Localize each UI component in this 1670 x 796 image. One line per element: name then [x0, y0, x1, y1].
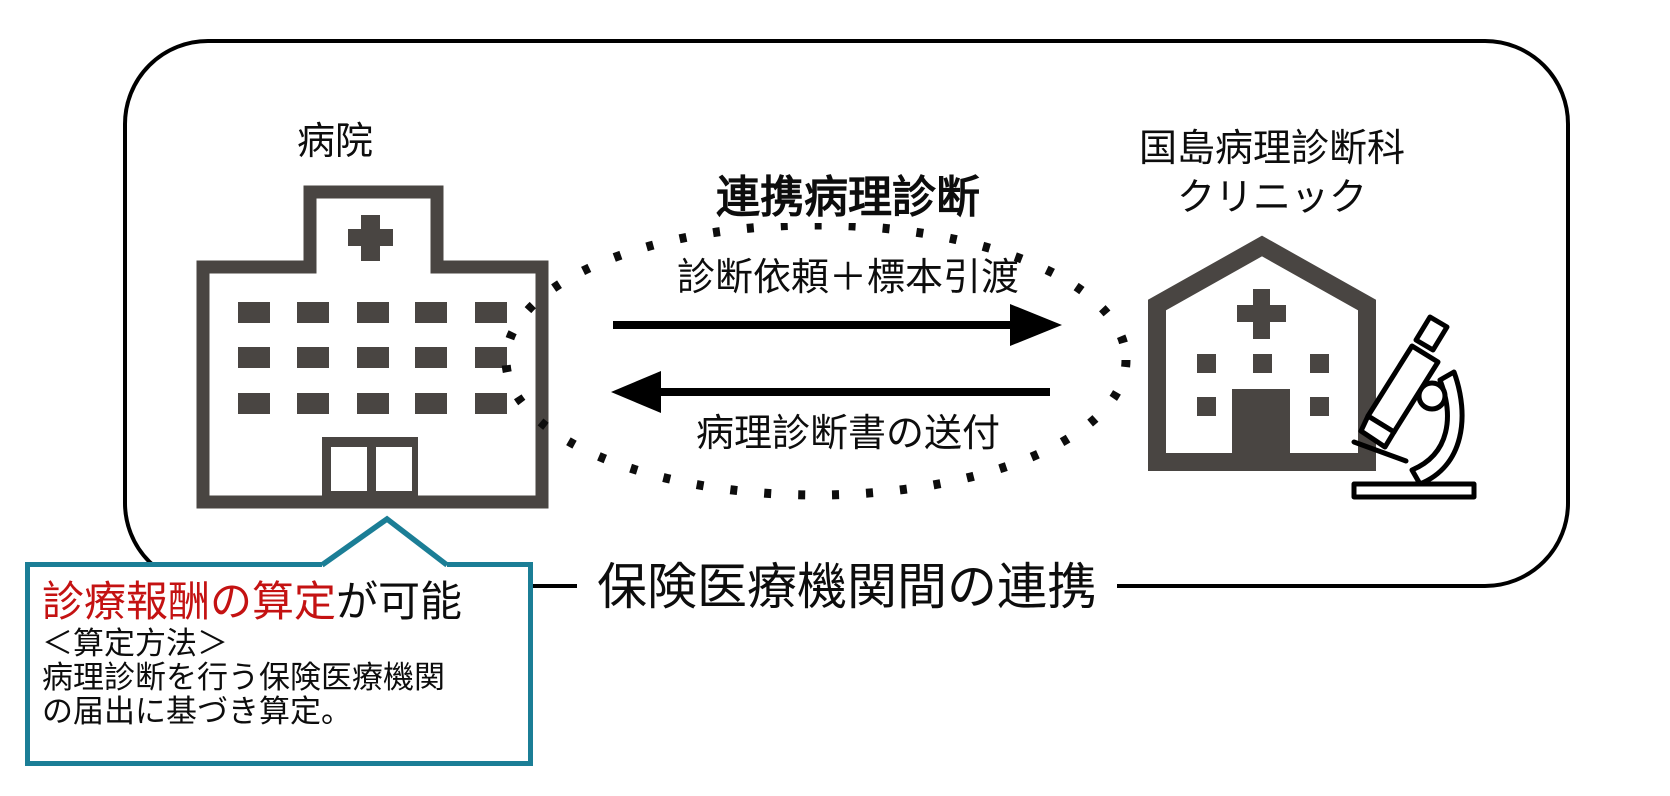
request-label: 診断依頼＋標本引渡: [676, 257, 1019, 299]
callout-pointer-icon: [320, 515, 449, 572]
callout-box: 診療報酬の算定が可能 ＜算定方法＞ 病理診断を行う保険医療機関 の届出に基づき算…: [25, 562, 533, 766]
clinic-label: 国島病理診断科 クリニック: [1121, 125, 1423, 223]
arrow-right-head-icon: [1010, 304, 1062, 346]
callout-highlight: 診療報酬の算定: [42, 578, 337, 625]
clinic-windows: [1197, 354, 1329, 416]
callout-suffix: が可能: [336, 578, 463, 625]
callout-method-header: ＜算定方法＞: [42, 626, 228, 661]
flow-title: 連携病理診断: [598, 173, 1098, 223]
hospital-icon: [196, 185, 549, 509]
dotted-ellipse: [501, 220, 1131, 500]
arrow-left-icon: [655, 388, 1050, 396]
clinic-label-line2: クリニック: [1176, 177, 1367, 219]
clinic-icon: [1148, 235, 1376, 471]
frame-caption: 保険医療機関間の連携: [547, 560, 1147, 614]
hospital-door: [322, 437, 418, 502]
hospital-windows: [238, 302, 507, 414]
callout-line1: 診療報酬の算定が可能: [42, 576, 520, 627]
callout-method-line1: 病理診断を行う保険医療機関: [42, 660, 445, 695]
clinic-label-line1: 国島病理診断科: [1138, 128, 1405, 170]
report-label: 病理診断書の送付: [695, 413, 1000, 455]
hospital-cross-icon: [348, 215, 393, 261]
arrow-left-head-icon: [611, 371, 661, 413]
callout-method-line2: の届出に基づき算定。: [42, 694, 352, 729]
clinic-door: [1232, 389, 1290, 463]
clinic-cross-icon: [1237, 289, 1286, 339]
microscope-icon: [1351, 314, 1477, 500]
hospital-label: 病院: [296, 121, 373, 163]
arrow-right-icon: [613, 321, 1010, 329]
